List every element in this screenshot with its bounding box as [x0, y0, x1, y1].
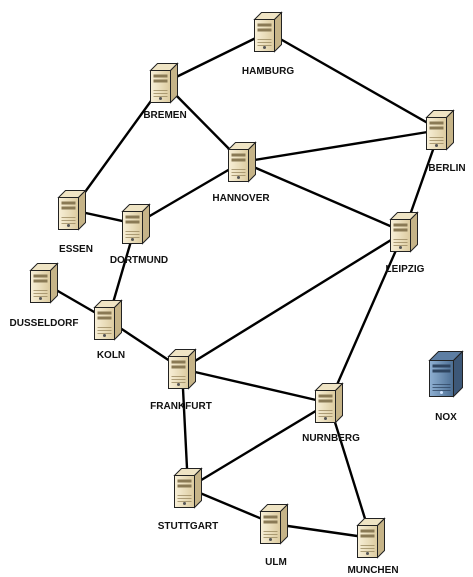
node-label: FRANKFURT	[150, 401, 212, 412]
link-hannover-leipzig	[240, 160, 406, 234]
link-stuttgart-nurnberg	[186, 401, 331, 490]
node-bremen[interactable]: BREMEN	[143, 62, 187, 122]
node-label: KOLN	[97, 350, 125, 361]
link-hannover-dortmund	[134, 160, 244, 226]
server-icon	[314, 382, 344, 424]
node-label: LEIPZIG	[386, 264, 425, 275]
node-nox[interactable]: NOX	[428, 350, 464, 424]
node-hamburg[interactable]: HAMBURG	[242, 11, 294, 78]
node-label: STUTTGART	[158, 521, 219, 532]
server-icon	[227, 141, 257, 183]
node-leipzig[interactable]: LEIPZIG	[386, 211, 425, 276]
server-icon	[57, 189, 87, 231]
link-hamburg-berlin	[266, 30, 442, 132]
node-label: BERLIN	[428, 163, 465, 174]
server-icon	[149, 62, 179, 104]
node-label: HAMBURG	[242, 66, 294, 77]
node-label: DUSSELDORF	[10, 318, 79, 329]
link-nurnberg-munchen	[327, 401, 373, 540]
node-dusseldorf[interactable]: DUSSELDORF	[10, 262, 79, 330]
server-icon	[253, 11, 283, 53]
node-label: MUNCHEN	[347, 565, 398, 576]
node-label: HANNOVER	[212, 193, 270, 204]
server-icon	[428, 350, 464, 398]
link-hamburg-bremen	[162, 30, 270, 85]
link-ulm-munchen	[272, 522, 373, 540]
server-icon	[356, 517, 386, 559]
server-icon	[29, 262, 59, 304]
link-stuttgart-ulm	[186, 486, 276, 526]
server-icon	[425, 109, 455, 151]
server-icon	[121, 203, 151, 245]
node-nurnberg[interactable]: NURNBERG	[302, 382, 360, 445]
node-label: ESSEN	[59, 244, 93, 255]
node-stuttgart[interactable]: STUTTGART	[158, 467, 219, 533]
server-icon	[173, 467, 203, 509]
node-label: NURNBERG	[302, 433, 360, 444]
node-munchen[interactable]: MUNCHEN	[347, 517, 399, 577]
link-frankfurt-nurnberg	[180, 367, 331, 405]
server-icon	[389, 211, 419, 253]
nodes-layer: HAMBURG BREMEN BERLIN HANNOVER ESSEN DORTMUND…	[10, 11, 466, 577]
link-leipzig-nurnberg	[327, 230, 406, 405]
node-label: NOX	[435, 412, 457, 423]
server-icon	[259, 503, 289, 545]
node-dortmund[interactable]: DORTMUND	[110, 203, 168, 267]
node-berlin[interactable]: BERLIN	[425, 109, 466, 175]
node-koln[interactable]: KOLN	[93, 299, 126, 362]
link-bremen-essen	[70, 81, 166, 212]
node-hannover[interactable]: HANNOVER	[212, 141, 270, 205]
node-frankfurt[interactable]: FRANKFURT	[150, 348, 212, 413]
server-icon	[93, 299, 123, 341]
server-icon	[167, 348, 197, 390]
link-hannover-berlin	[240, 128, 442, 164]
node-label: ULM	[265, 557, 287, 568]
node-label: DORTMUND	[110, 255, 168, 266]
link-frankfurt-leipzig	[180, 230, 406, 371]
node-essen[interactable]: ESSEN	[57, 189, 93, 256]
node-ulm[interactable]: ULM	[259, 503, 289, 569]
links-layer	[42, 30, 442, 540]
node-label: BREMEN	[143, 110, 186, 121]
